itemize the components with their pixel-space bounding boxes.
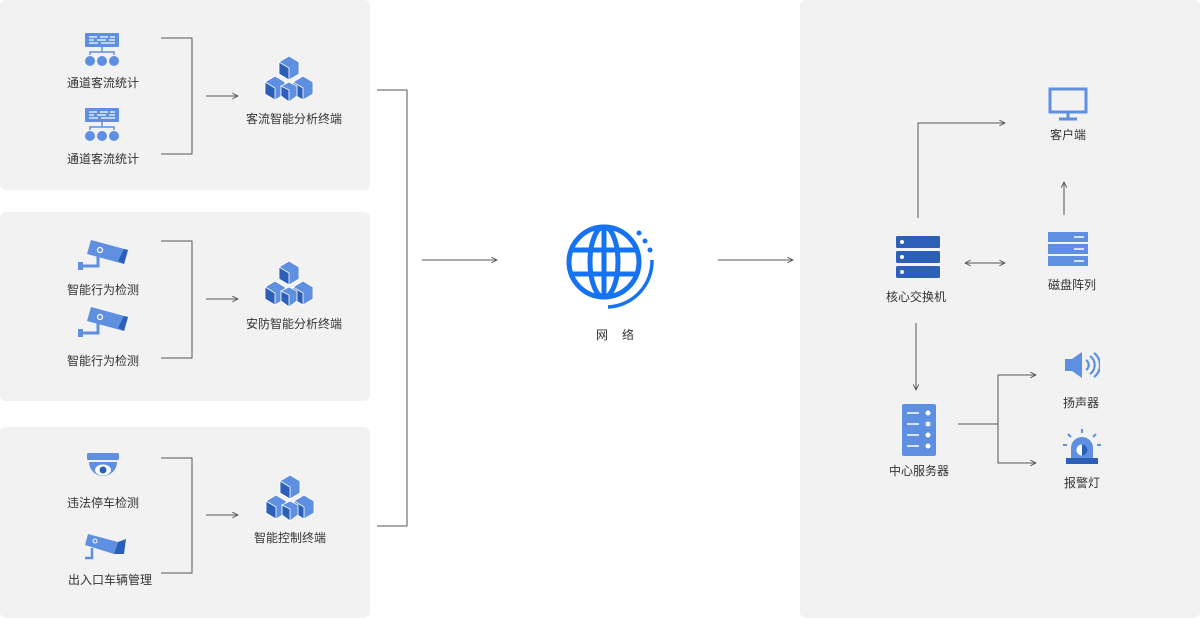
terminal-label-control: 智能控制终端: [253, 531, 327, 545]
disk-array-icon: [1048, 232, 1088, 266]
terminal-label-security: 安防智能分析终端: [245, 317, 343, 331]
panel-security: [0, 212, 370, 401]
collector-line: [377, 89, 408, 527]
monitor-icon: [1048, 87, 1088, 121]
core-switch-label: 核心交换机: [885, 290, 947, 304]
bracket-group2: [161, 240, 193, 359]
cubes-icon: [265, 475, 315, 522]
surveillance-camera-icon: [85, 534, 126, 560]
central-server-label: 中心服务器: [888, 464, 950, 478]
device-label-flow-1: 通道客流统计: [66, 76, 140, 90]
arrow-to-speaker: [997, 375, 1036, 424]
bullet-camera-icon: [78, 240, 128, 270]
dome-camera-icon: [87, 453, 119, 476]
speaker-label: 扬声器: [1062, 396, 1100, 410]
network-label: 网络: [595, 328, 649, 342]
globe-icon: [566, 224, 654, 309]
device-label-flow-2: 通道客流统计: [66, 152, 140, 166]
bracket-group3: [161, 457, 193, 574]
flow-counter-icon: [85, 33, 119, 66]
panel-parking: [0, 427, 370, 618]
speaker-icon: [1065, 352, 1100, 378]
switch-icon: [896, 236, 940, 278]
server-icon: [902, 404, 936, 456]
disk-array-label: 磁盘阵列: [1047, 278, 1097, 292]
device-label-behavior-1: 智能行为检测: [66, 283, 140, 297]
bracket-group1: [161, 37, 193, 155]
terminal-label-flow: 客流智能分析终端: [245, 112, 343, 126]
panel-backend: [800, 0, 1200, 618]
alarm-light-icon: [1063, 429, 1101, 464]
device-label-illegal-parking: 违法停车检测: [66, 496, 140, 510]
device-label-entrance-vehicle: 出入口车辆管理: [67, 573, 153, 587]
cubes-icon: [264, 261, 314, 308]
bullet-camera-icon: [78, 307, 128, 337]
device-label-behavior-2: 智能行为检测: [66, 354, 140, 368]
arrow-to-alarm: [997, 424, 1036, 463]
client-label: 客户端: [1049, 128, 1087, 142]
cubes-icon: [264, 56, 314, 103]
alarm-light-label: 报警灯: [1063, 476, 1101, 490]
arrow-switch-to-client: [917, 123, 1005, 218]
flow-counter-icon: [85, 108, 119, 141]
